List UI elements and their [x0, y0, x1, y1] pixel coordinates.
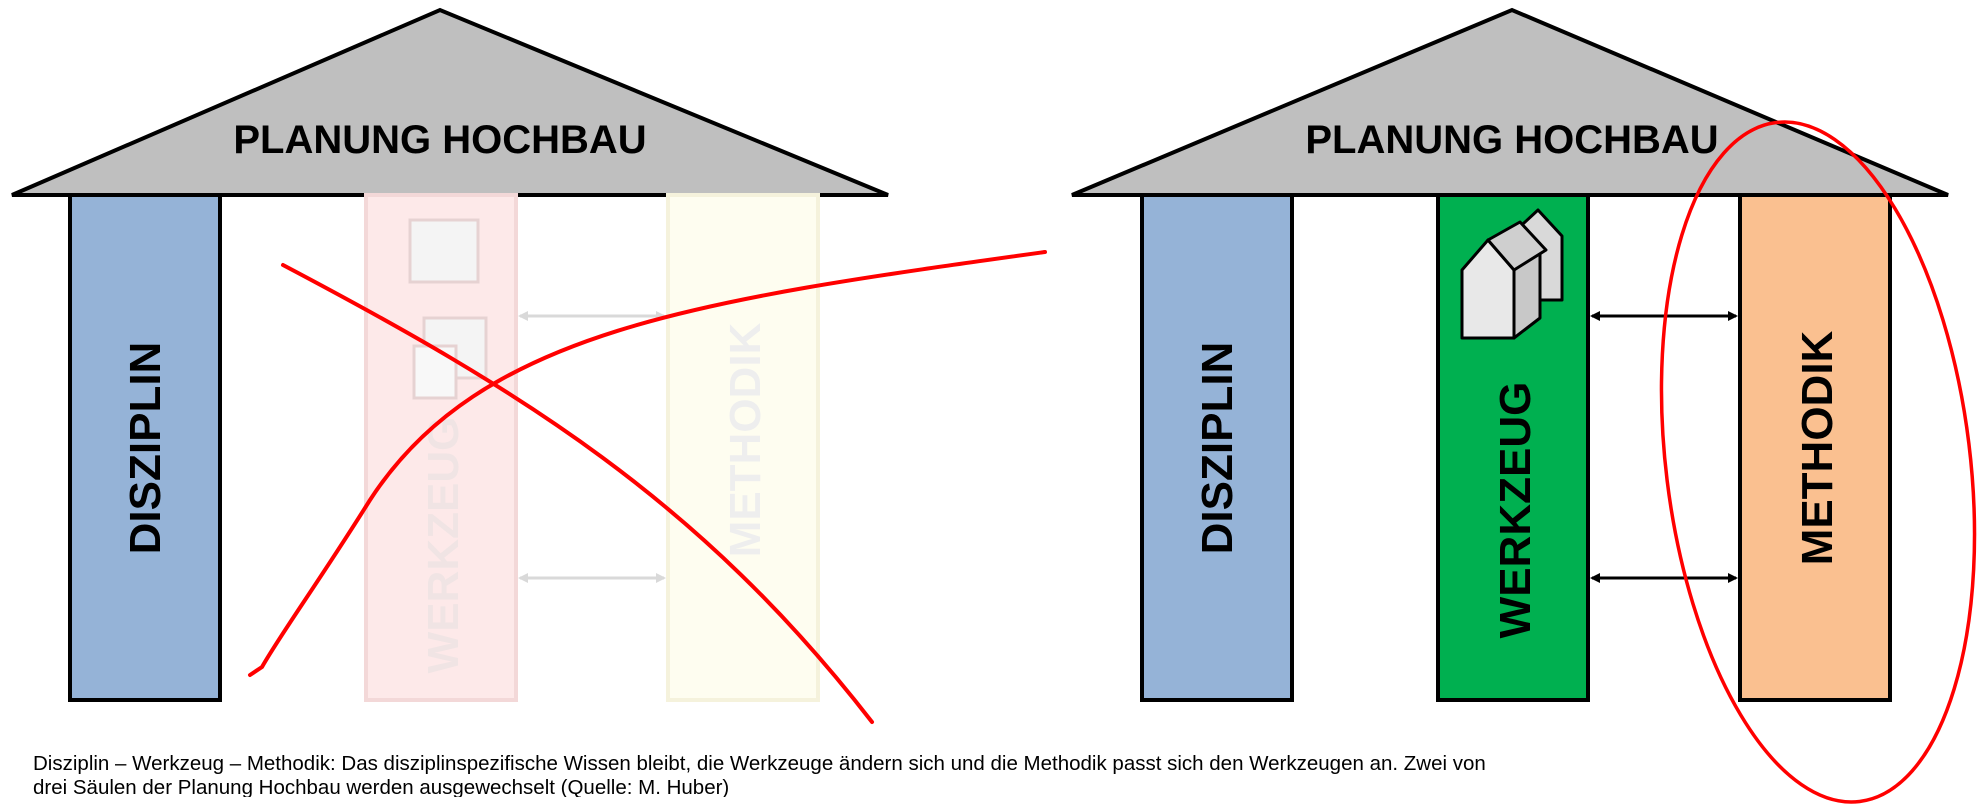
right-diagram: PLANUNG HOCHBAU DISZIPLIN WERKZEUG METHO… [1071, 7, 1977, 804]
right-roof-label: PLANUNG HOCHBAU [1305, 118, 1718, 162]
right-highlight-ellipse [1659, 120, 1977, 804]
right-roof [1071, 7, 1949, 197]
right-pillar-disziplin-label: DISZIPLIN [1193, 342, 1242, 555]
left-pillar-disziplin-label: DISZIPLIN [121, 342, 170, 555]
left-pillar-werkzeug-label: WERKZEUG [419, 417, 468, 674]
left-crossout-stroke-1 [281, 263, 874, 724]
right-pillar-methodik-label: METHODIK [1793, 330, 1842, 565]
left-pillar-methodik [666, 193, 820, 702]
left-roof [11, 7, 889, 197]
left-diagram: PLANUNG HOCHBAU DISZIPLIN WERKZEUG METHO… [11, 7, 1047, 724]
left-roof-label: PLANUNG HOCHBAU [233, 118, 646, 162]
right-pillar-werkzeug-label: WERKZEUG [1491, 382, 1540, 639]
3d-house-model-icon [1460, 208, 1564, 340]
figure-caption: Disziplin – Werkzeug – Methodik: Das dis… [33, 752, 1486, 797]
right-pillar-methodik [1738, 193, 1892, 702]
left-pillar-disziplin [68, 193, 222, 702]
left-pillar-methodik-label: METHODIK [721, 322, 770, 557]
right-pillar-disziplin [1140, 193, 1294, 702]
left-crossout-stroke-2 [248, 250, 1047, 677]
